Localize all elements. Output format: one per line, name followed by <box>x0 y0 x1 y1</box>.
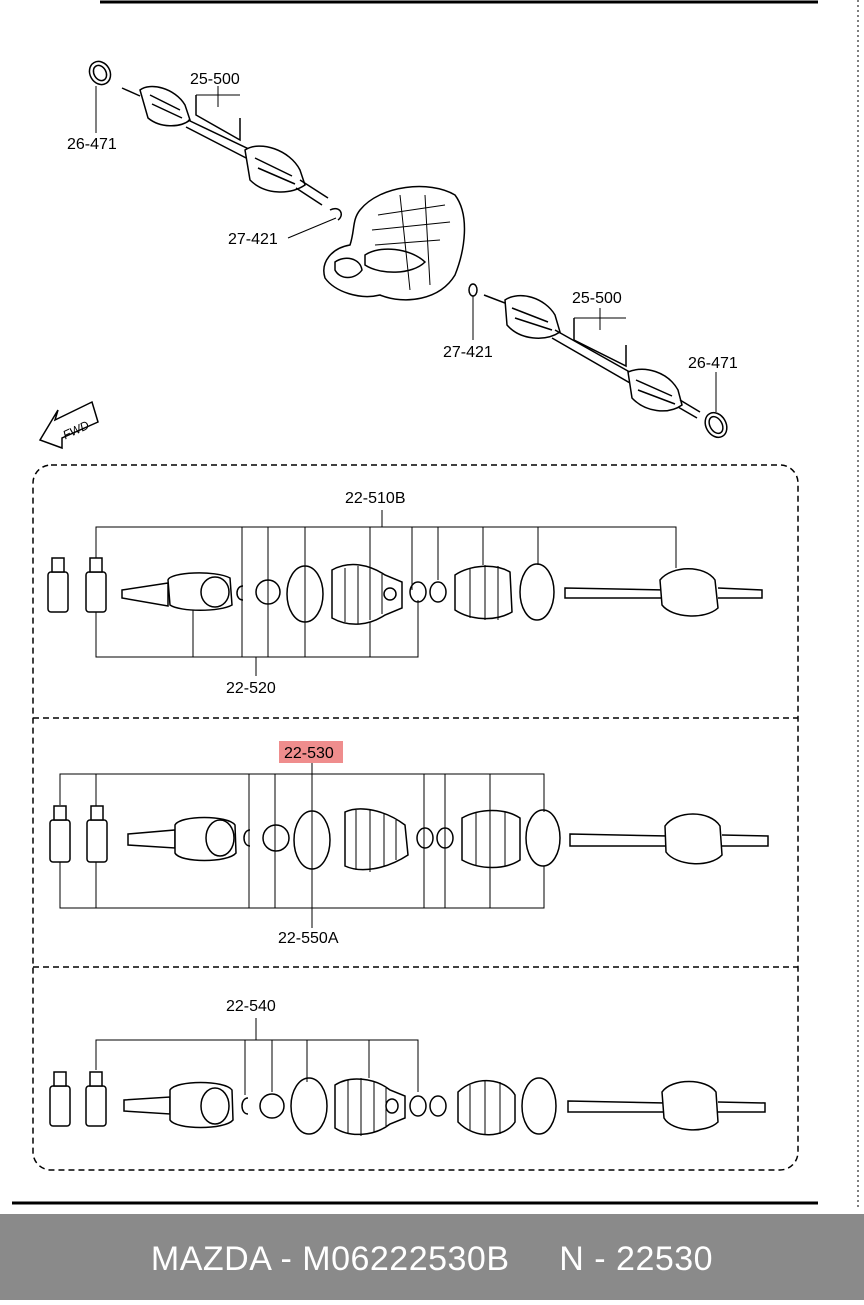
clip-left <box>329 208 342 221</box>
footer-part-number: M06222530B <box>302 1240 510 1278</box>
kit-frame <box>32 464 799 1171</box>
label-clip-right: 27-421 <box>443 344 493 361</box>
top-assembly <box>38 60 728 450</box>
footer-caption: MAZDA - M06222530B N - 22530 <box>150 1240 714 1278</box>
label-ring-right: 26-471 <box>688 355 738 372</box>
ring-left <box>88 60 112 86</box>
label-shaft-right: 25-500 <box>572 290 622 307</box>
ring-right <box>704 411 728 439</box>
label-ring-left: 26-471 <box>67 136 117 153</box>
label-22-530: 22-530 <box>284 745 334 762</box>
label-22-510B: 22-510B <box>345 490 406 507</box>
label-22-540: 22-540 <box>226 998 276 1015</box>
section-3-parts <box>49 1018 766 1136</box>
label-clip-left: 27-421 <box>228 231 278 248</box>
label-22-520: 22-520 <box>226 680 276 697</box>
highlight-22-530 <box>279 741 343 763</box>
footer-ref: N - 22530 <box>559 1240 714 1278</box>
footer-bar <box>0 1214 864 1300</box>
differential-housing <box>323 185 466 301</box>
drive-shaft-right <box>483 294 701 419</box>
label-22-550A: 22-550A <box>278 930 339 947</box>
drive-shaft-left <box>121 85 329 206</box>
fwd-arrow <box>38 400 99 450</box>
footer-brand: MAZDA <box>150 1240 271 1278</box>
section-1-parts <box>47 510 763 676</box>
label-shaft-left: 25-500 <box>190 71 240 88</box>
clip-right <box>468 283 478 297</box>
section-2-parts <box>49 763 769 928</box>
